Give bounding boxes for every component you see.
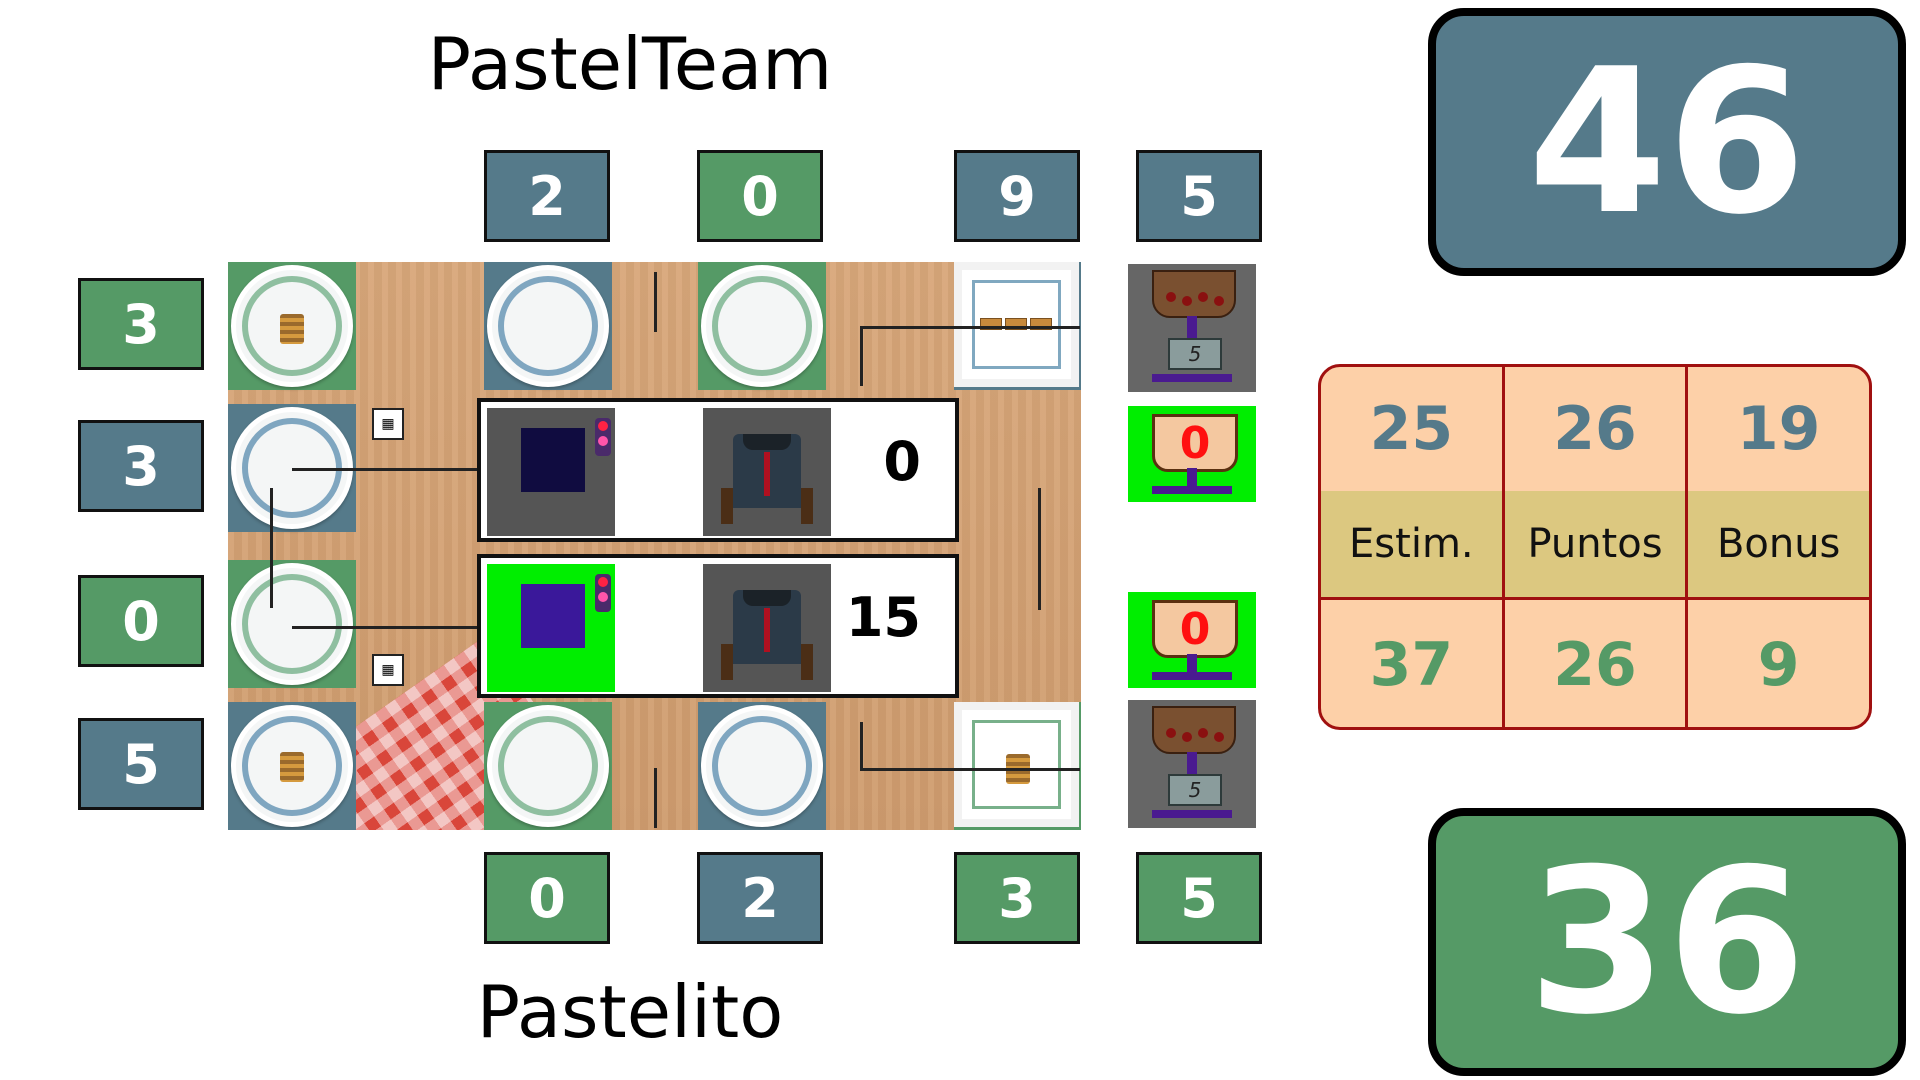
waiter-card — [703, 408, 831, 536]
path-line — [292, 626, 478, 629]
row-counter: 3 — [78, 420, 204, 512]
scale-top: 5 — [1128, 264, 1256, 392]
robot-score: 0 — [883, 430, 921, 493]
top-column-counter: 9 — [954, 150, 1080, 242]
basket-icon — [1152, 270, 1236, 318]
top-column-counter: 5 — [1136, 150, 1262, 242]
table-tile[interactable] — [698, 702, 826, 830]
weight-cup-bottom: 0 — [1128, 592, 1256, 688]
basket-icon — [1152, 706, 1236, 754]
waiter-icon — [733, 590, 801, 664]
robot-card — [487, 564, 615, 692]
table-tile[interactable] — [484, 702, 612, 830]
plate — [231, 563, 353, 685]
path-line — [860, 326, 863, 386]
table-tile[interactable] — [954, 262, 1081, 390]
bottom-column-counter: 3 — [954, 852, 1080, 944]
top-estim-value: 25 — [1321, 367, 1505, 491]
cup-counter: 0 — [1152, 414, 1238, 472]
bottom-team-score: 36 — [1428, 808, 1906, 1076]
table-tile[interactable] — [228, 560, 356, 688]
cup-counter: 0 — [1152, 600, 1238, 658]
top-column-counter: 2 — [484, 150, 610, 242]
path-line — [860, 722, 863, 770]
table-tile[interactable] — [228, 262, 356, 390]
row-counter: 0 — [78, 575, 204, 667]
table-tile[interactable] — [228, 702, 356, 830]
fiducial-marker: ▦ — [372, 408, 404, 440]
coin-stack — [280, 752, 304, 782]
plate — [487, 705, 609, 827]
weight-cup-top: 0 — [1128, 406, 1256, 502]
bottom-column-counter: 5 — [1136, 852, 1262, 944]
robot-panel-top: 0 — [477, 398, 959, 542]
robot-score: 15 — [845, 586, 921, 649]
plate — [701, 265, 823, 387]
table-tile[interactable] — [484, 262, 612, 390]
estim-label: Estim. — [1321, 491, 1505, 597]
bottom-bonus-value: 9 — [1757, 630, 1800, 700]
robot-icon — [521, 428, 585, 492]
robot-icon — [521, 584, 585, 648]
puntos-label: Puntos — [1505, 491, 1689, 597]
bottom-puntos-value: 26 — [1505, 597, 1689, 727]
traffic-light-icon — [595, 418, 611, 456]
top-team-name: PastelTeam — [427, 22, 833, 106]
robot-card — [487, 408, 615, 536]
scale-display: 5 — [1168, 774, 1222, 806]
top-column-counter: 0 — [697, 150, 823, 242]
path-line — [654, 768, 657, 828]
bottom-team-name: Pastelito — [476, 970, 784, 1054]
top-puntos-value: 26 — [1505, 367, 1689, 491]
path-line — [860, 768, 1080, 771]
top-team-score: 46 — [1428, 8, 1906, 276]
bonus-label: Bonus — [1716, 521, 1841, 567]
coin-stack — [280, 314, 304, 344]
stats-table: 25 26 19 Estim. Puntos Bonus 37 26 9 — [1318, 364, 1872, 730]
bottom-column-counter: 2 — [697, 852, 823, 944]
table-tile[interactable] — [954, 702, 1081, 830]
scale-bottom: 5 — [1128, 700, 1256, 828]
row-counter: 5 — [78, 718, 204, 810]
waiter-icon — [733, 434, 801, 508]
row-counter: 3 — [78, 278, 204, 370]
bottom-estim-value: 37 — [1321, 597, 1505, 727]
top-bonus-value: 19 — [1736, 394, 1821, 464]
waiter-card — [703, 564, 831, 692]
bottom-column-counter: 0 — [484, 852, 610, 944]
path-line — [1038, 488, 1041, 610]
plate — [701, 705, 823, 827]
path-line — [654, 272, 657, 332]
path-line — [270, 488, 273, 608]
fiducial-marker: ▦ — [372, 654, 404, 686]
game-board: ▦ ▦ — [228, 262, 1081, 830]
table-tile[interactable] — [698, 262, 826, 390]
path-line — [860, 326, 1080, 329]
path-line — [292, 468, 478, 471]
plate — [487, 265, 609, 387]
plate — [231, 265, 353, 387]
robot-panel-bottom: 15 — [477, 554, 959, 698]
scale-display: 5 — [1168, 338, 1222, 370]
traffic-light-icon — [595, 574, 611, 612]
